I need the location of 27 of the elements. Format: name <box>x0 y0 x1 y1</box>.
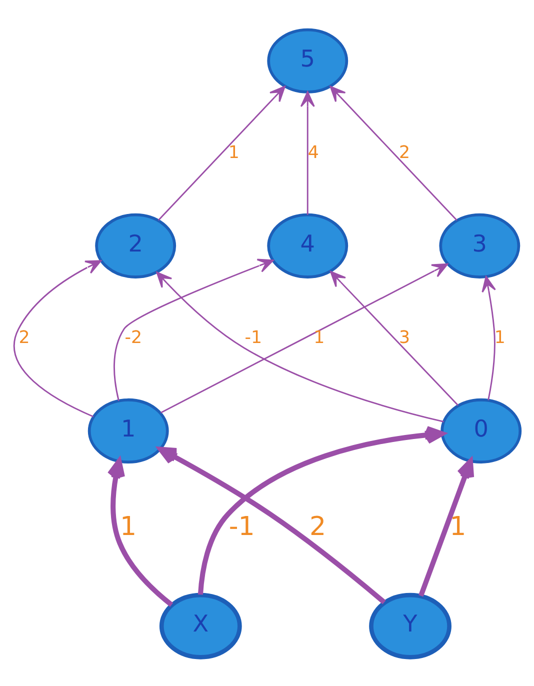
edge-label: 2 <box>18 327 30 348</box>
edge-label: 3 <box>398 327 410 348</box>
edge-label: 2 <box>398 142 410 162</box>
arrow <box>158 85 286 220</box>
edge-label: 4 <box>308 142 319 162</box>
node-ellipse: 0 <box>440 398 522 463</box>
node-ellipse: 4 <box>267 212 348 278</box>
edge-label: -1 <box>244 327 262 348</box>
node-ellipse: 5 <box>267 28 348 93</box>
node-ellipse: Y <box>369 592 452 659</box>
edge-label: -2 <box>124 327 142 348</box>
arrow <box>114 258 274 400</box>
arrow <box>14 260 102 417</box>
edge-label: 1 <box>314 327 325 348</box>
arrow <box>330 270 459 406</box>
edge-label: 1 <box>494 327 506 348</box>
node-ellipse: 2 <box>95 212 176 278</box>
arrow <box>482 275 496 400</box>
arrow <box>107 458 174 606</box>
node-ellipse: 1 <box>88 398 169 463</box>
arrow <box>300 90 315 214</box>
edge-label: 1 <box>120 511 137 542</box>
node-ellipse: 3 <box>439 212 520 278</box>
arrow <box>330 85 458 220</box>
edge-label: 1 <box>228 142 240 162</box>
edge-label: 1 <box>450 511 466 542</box>
node-ellipse: X <box>159 592 242 659</box>
